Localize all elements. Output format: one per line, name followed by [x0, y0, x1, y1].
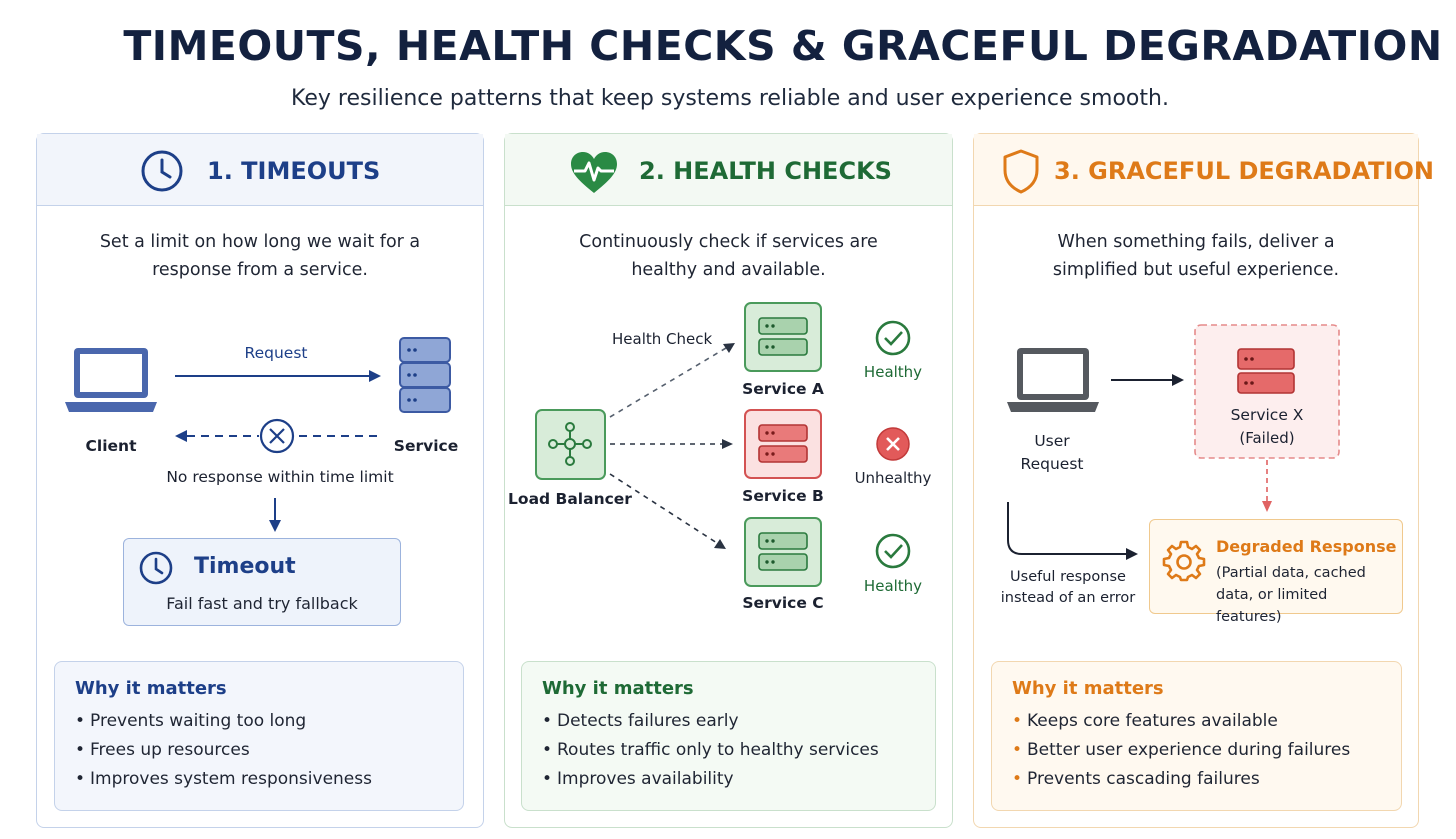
why-title: Why it matters: [1012, 678, 1164, 699]
why-item: Prevents waiting too long: [75, 707, 463, 736]
page-title: TIMEOUTS, HEALTH CHECKS & GRACEFUL DEGRA…: [123, 22, 1443, 70]
health-check-label: Health Check: [612, 330, 713, 348]
why-title: Why it matters: [75, 678, 227, 699]
timeouts-panel: 1. TIMEOUTS Set a limit on how long we w…: [36, 133, 484, 828]
degradation-why-box: Why it matters Keeps core features avail…: [991, 661, 1402, 811]
degraded-text: (Partial data, cached data, or limited f…: [1216, 565, 1366, 625]
check-circle-icon: [875, 533, 911, 569]
health-check-arrow-c: [609, 473, 726, 549]
clock-icon: [141, 150, 183, 192]
why-item: Detects failures early: [542, 707, 935, 736]
page-subtitle: Key resilience patterns that keep system…: [291, 86, 1169, 111]
health-check-arrow-a: [609, 343, 735, 418]
laptop-icon: [65, 348, 157, 412]
degradation-diagram: [1007, 324, 1340, 560]
timeouts-header: 1. TIMEOUTS: [37, 134, 483, 206]
no-response-arrow: [175, 430, 379, 442]
degradation-description: When something fails, deliver a simplifi…: [1052, 232, 1340, 280]
client-label: Client: [85, 437, 137, 455]
service-b-icon: [744, 409, 822, 479]
useful-response-label: Useful response instead of an error: [1000, 569, 1136, 606]
check-circle-icon: [875, 320, 911, 356]
degradation-heading: 3. GRACEFUL DEGRADATION: [1054, 157, 1434, 185]
timeouts-why-box: Why it matters Prevents waiting too long…: [54, 661, 464, 811]
service-c-icon: [744, 517, 822, 587]
why-item: Improves availability: [542, 765, 935, 794]
down-arrow: [269, 498, 281, 532]
gear-icon: [1162, 540, 1206, 582]
load-balancer-icon: [535, 409, 606, 480]
health-checks-heading: 2. HEALTH CHECKS: [639, 157, 892, 185]
x-circle-icon: [259, 418, 295, 454]
timeout-box: Timeout Fail fast and try fallback: [123, 538, 401, 626]
service-c-label: Service C: [742, 594, 824, 612]
health-checks-panel: 2. HEALTH CHECKS Continuously check if s…: [504, 133, 953, 828]
shield-icon: [1003, 149, 1039, 194]
health-checks-diagram: [535, 302, 911, 587]
server-icon: [399, 337, 451, 413]
status-badge: Healthy: [863, 363, 923, 381]
user-request-label: User Request: [1020, 432, 1084, 473]
x-circle-icon: [876, 427, 910, 461]
heartbeat-icon: [571, 152, 617, 193]
request-arrow: [175, 370, 381, 382]
timeouts-diagram: [65, 337, 451, 532]
timeout-title: Timeout: [194, 554, 296, 579]
why-item: Better user experience during failures: [1012, 736, 1401, 765]
service-a-icon: [744, 302, 822, 372]
clock-icon: [139, 551, 173, 585]
status-badge: Healthy: [863, 577, 923, 595]
request-arrow: [1111, 374, 1184, 386]
useful-response-arrow: [1007, 502, 1138, 560]
degradation-panel: 3. GRACEFUL DEGRADATION When something f…: [973, 133, 1434, 828]
status-badge: Unhealthy: [854, 469, 932, 487]
service-b-label: Service B: [742, 487, 824, 505]
timeouts-description: Set a limit on how long we wait for a re…: [99, 232, 421, 280]
no-response-label: No response within time limit: [166, 468, 394, 486]
why-item: Keeps core features available: [1012, 707, 1401, 736]
why-item: Prevents cascading failures: [1012, 765, 1401, 794]
health-check-arrow-b: [610, 439, 733, 449]
load-balancer-label: Load Balancer: [508, 490, 632, 508]
degraded-response-box: Degraded Response (Partial data, cached …: [1149, 519, 1403, 625]
why-item: Frees up resources: [75, 736, 463, 765]
request-label: Request: [244, 344, 308, 362]
degradation-header: 3. GRACEFUL DEGRADATION: [974, 134, 1434, 206]
why-item: Improves system responsiveness: [75, 765, 463, 794]
service-label: Service: [393, 437, 459, 455]
laptop-icon: [1007, 348, 1099, 412]
why-item: Routes traffic only to healthy services: [542, 736, 935, 765]
health-checks-header: 2. HEALTH CHECKS: [505, 134, 952, 206]
service-x-label: Service X: [1230, 406, 1304, 424]
server-icon: [1237, 348, 1295, 394]
service-a-label: Service A: [742, 380, 824, 398]
timeout-text: Fail fast and try fallback: [166, 594, 358, 613]
degraded-title: Degraded Response: [1216, 537, 1397, 556]
fallback-arrow: [1262, 460, 1272, 512]
health-checks-why-box: Why it matters Detects failures early Ro…: [521, 661, 936, 811]
timeouts-heading: 1. TIMEOUTS: [207, 157, 381, 185]
why-title: Why it matters: [542, 678, 694, 699]
health-checks-description: Continuously check if services are healt…: [579, 232, 878, 280]
service-x-status: (Failed): [1239, 429, 1295, 447]
